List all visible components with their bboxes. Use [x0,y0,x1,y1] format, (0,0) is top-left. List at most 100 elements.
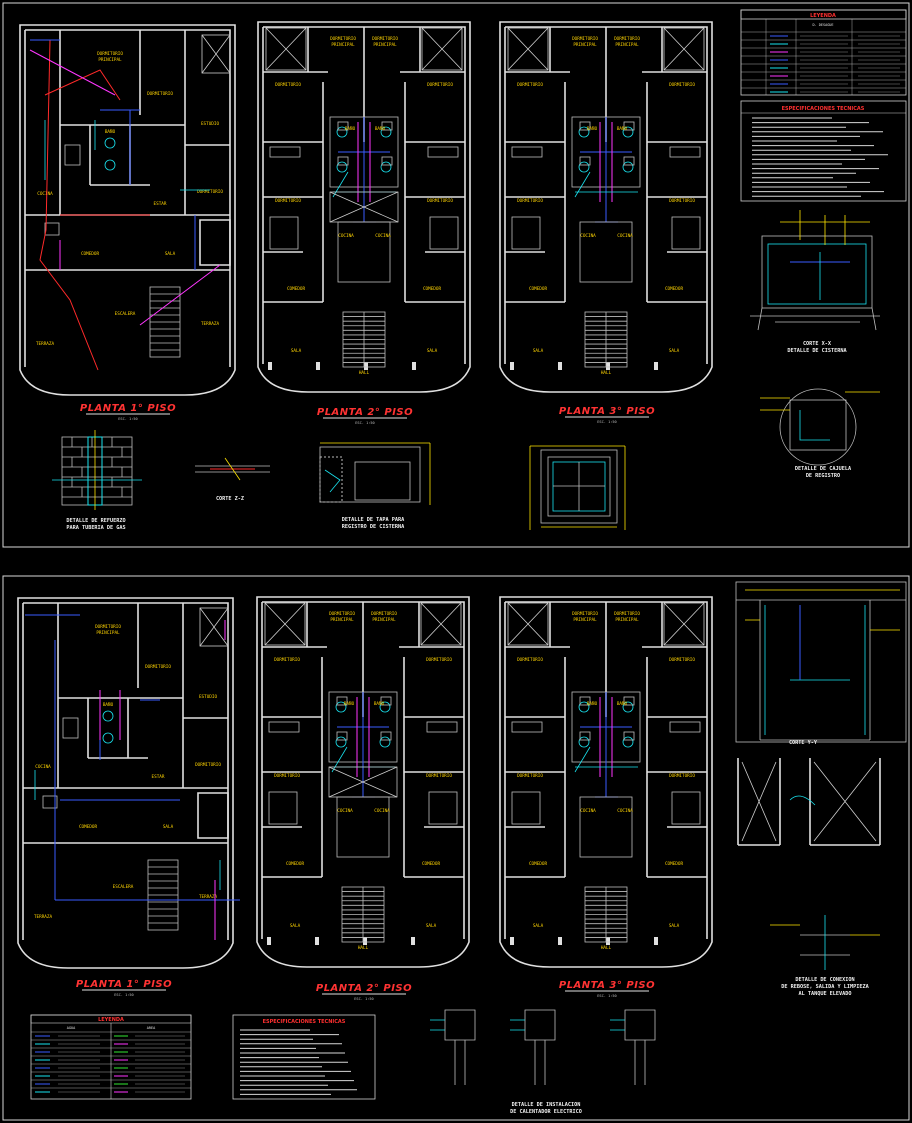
room-label-bath: BAÑO [345,125,356,132]
void-shaft-cross [199,607,229,647]
closet [671,791,701,825]
sheet-1-plan-titles: PLANTA 1° PISO ESC. 1:50 PLANTA 2° PISO … [80,403,655,425]
room-label-hall: HALL [358,945,369,951]
fixture [622,736,634,748]
patio [197,792,229,839]
detail-cajuela-line1: DETALLE DE CAJUELA [795,466,852,472]
hot-pipe [357,122,371,202]
fixture [335,736,347,748]
partition [57,603,184,788]
room-label-dining: COMEDOR [79,824,98,830]
void-shaft [264,602,306,646]
room-label-principal: PRINCIPAL [372,617,396,623]
room-label-study: ESTUDIO [201,121,220,127]
partition [505,826,707,878]
closet [426,721,458,733]
room-label-bath: BAÑO [587,125,598,132]
shaft-cross [328,766,398,798]
room-label-study: ESTUDIO [199,694,218,700]
detail-refuerzo-line1: DETALLE DE REFUERZO [66,518,125,524]
legend-s1-sub: D. DESAGUE [812,23,833,27]
room-label-dorm: DORMITORIO [274,657,300,663]
fixture [379,701,391,713]
fixture [578,701,590,713]
legend-s2-title: LEYENDA [98,1017,124,1023]
room-label-kitchen: COCINA [580,233,596,239]
void-shaft-cross [663,602,705,646]
void-shaft-cross [507,602,549,646]
plan-title-s2-1: PLANTA 1° PISO [76,979,172,990]
partition [564,82,648,302]
room-label-dorm: DORMITORIO [426,657,452,663]
closet [511,721,543,733]
water-pipe [30,39,196,270]
sheet-1-frame [2,2,910,548]
room-label-stair: ESCALERA [115,311,136,317]
detail-calentador-line2: DE CALENTADOR ELECTRICO [510,1109,582,1115]
void-shaft [199,607,229,647]
room-label-dining: COMEDOR [665,286,684,292]
fixture [379,736,391,748]
stair-steps [585,312,627,367]
room-label-dorm: DORMITORIO [572,611,598,617]
closet [427,146,459,158]
stair-steps [342,887,384,942]
room-label-living: SALA [290,923,301,929]
fixture-tank [336,731,348,741]
room-label-dorm: DORMITORIO [572,36,598,42]
room-label-kitchen: COCINA [617,233,633,239]
partition [505,141,707,198]
fixture [622,161,634,173]
detail-refuerzo-line2: PARA TUBERIA DE GAS [66,525,125,531]
specs-s2-title: ESPECIFICACIONES TECNICAS [263,1019,346,1025]
room-label-principal: PRINCIPAL [98,57,122,63]
fixture [104,159,116,171]
drain-pipe [574,171,638,198]
column [268,362,272,370]
drain-pipe [44,120,210,191]
room-label-kitchen: COCINA [35,764,51,770]
partition [322,82,406,302]
fixture [578,736,590,748]
outer-wall [256,596,470,968]
first-floor-plan: DORMITORIOPRINCIPALDORMITORIOESTUDIOBAÑO… [17,597,240,969]
legend-sheet1: LEYENDA D. DESAGUE [740,9,907,96]
tank [42,795,58,809]
partition [59,30,186,215]
fixture-tank [381,121,393,131]
plan-scale-s2-1: ESC. 1:50 [114,993,133,997]
column [558,937,562,945]
room-label-bath: BAÑO [344,700,355,707]
room-label-dining: COMEDOR [286,861,305,867]
room-label-living: SALA [533,348,544,354]
upper-floor-plan: DORMITORIODORMITORIOPRINCIPALDORMITORIOP… [257,21,471,393]
void-shaft-cross [663,27,705,71]
room-label-living: SALA [165,251,176,257]
detail-cisterna-line1: CORTE X-X [803,341,832,347]
room-label-principal: PRINCIPAL [573,617,597,623]
plan-title-s1-3: PLANTA 3° PISO [559,406,655,417]
room-label-bath: BAÑO [103,701,114,708]
hot-pipe [29,49,221,326]
column [606,937,610,945]
fixture [622,126,634,138]
fixture-tank [623,696,635,706]
closet [511,146,543,158]
outer-wall [17,597,234,969]
plan-title-s1-2: PLANTA 2° PISO [317,407,413,418]
fixture [335,701,347,713]
water-pipe [580,692,632,798]
water-pipe [580,117,632,223]
fixture-tank [623,731,635,741]
fixture [380,126,392,138]
hot-pipe [599,697,613,777]
fixture [104,137,116,149]
specs-sheet2: ESPECIFICACIONES TECNICAS [232,1014,376,1100]
upper-floor-plan: DORMITORIODORMITORIOPRINCIPALDORMITORIOP… [256,596,470,968]
void-shaft [265,27,307,71]
closet [268,721,300,733]
room-label-dorm: DORMITORIO [517,198,543,204]
void-shaft-cross [264,602,306,646]
room-label-dorm: DORMITORIO [197,189,223,195]
hot-pipe [99,620,226,940]
